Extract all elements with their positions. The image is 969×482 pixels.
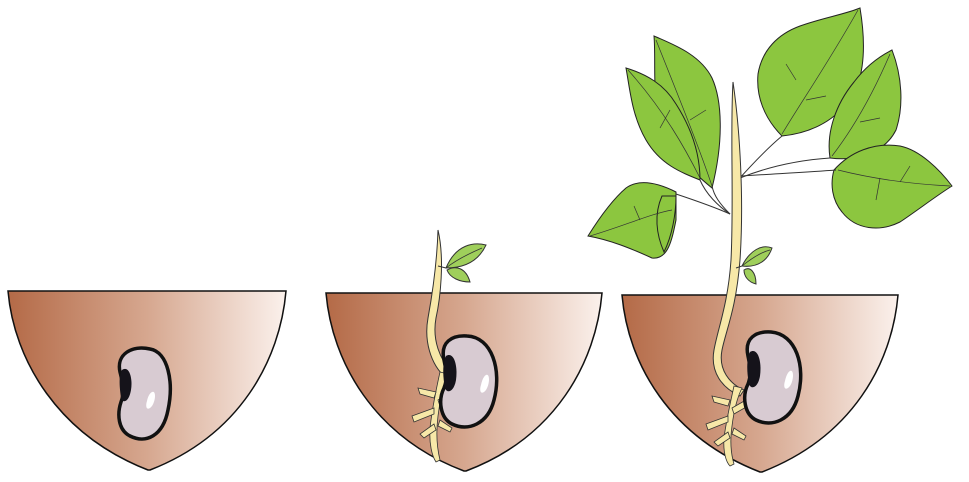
leaf bbox=[832, 145, 952, 228]
small-leaves bbox=[438, 244, 486, 282]
seed bbox=[745, 332, 801, 423]
stage-seedling bbox=[326, 230, 602, 471]
large-leaves bbox=[588, 8, 952, 258]
stage-young-plant bbox=[588, 8, 952, 472]
small-leaves bbox=[736, 247, 772, 284]
seed bbox=[441, 336, 497, 427]
stage-seed bbox=[8, 291, 286, 470]
seed bbox=[119, 348, 170, 439]
